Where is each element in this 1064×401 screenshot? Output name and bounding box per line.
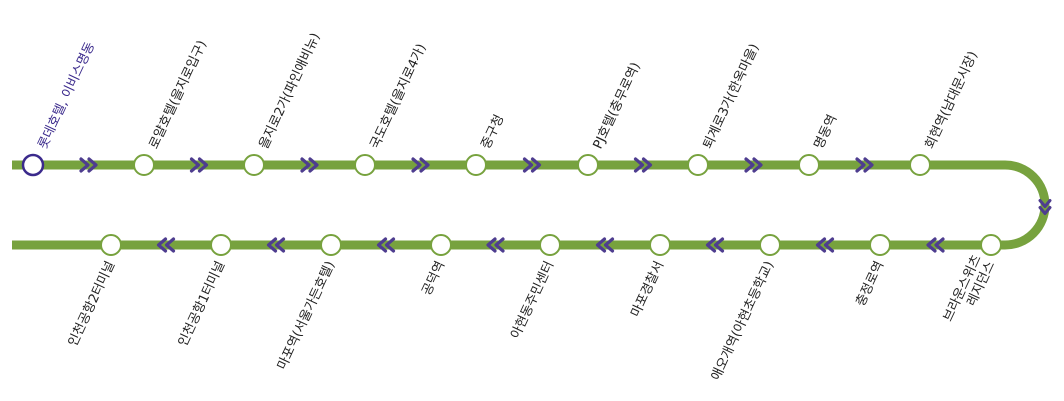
station-marker[interactable] xyxy=(354,154,376,176)
station-label: 공덕역 xyxy=(419,259,448,298)
station-marker[interactable] xyxy=(320,234,342,256)
station-label: 인천공항1터미널 xyxy=(176,259,228,349)
direction-arrow-icon xyxy=(705,237,725,253)
station-marker[interactable] xyxy=(465,154,487,176)
direction-arrow-icon xyxy=(189,157,209,173)
station-marker[interactable] xyxy=(133,154,155,176)
direction-arrow-icon xyxy=(411,157,430,173)
station-marker[interactable] xyxy=(100,234,122,256)
station-label: 국도호텔(을지로4가) xyxy=(368,42,430,152)
station-marker[interactable] xyxy=(980,234,1002,256)
station-label: 롯데호텔, 이비스명동 xyxy=(36,40,99,151)
route-line xyxy=(12,160,1050,250)
direction-arrow-icon xyxy=(926,237,945,253)
station-label: 명동역 xyxy=(812,113,841,152)
station-label: PJ호텔(충무로역) xyxy=(591,60,644,151)
station-label: 퇴계로3가(한옥마을) xyxy=(701,42,763,152)
station-marker[interactable] xyxy=(577,154,599,176)
station-marker[interactable] xyxy=(210,234,232,256)
direction-arrow-icon xyxy=(156,237,176,253)
direction-arrow-icon xyxy=(79,157,98,173)
station-label: 로얄호텔(을지로입구) xyxy=(146,38,210,152)
station-marker[interactable] xyxy=(759,234,781,256)
station-label: 중구청 xyxy=(479,113,508,152)
current-station-marker[interactable] xyxy=(21,153,45,177)
direction-arrow-icon xyxy=(815,237,835,253)
station-marker[interactable] xyxy=(430,234,452,256)
station-label: 을지로2가(파인애비뉴) xyxy=(257,31,324,152)
direction-arrow-icon xyxy=(300,157,319,173)
station-marker[interactable] xyxy=(539,234,561,256)
station-label: 충정로역 xyxy=(853,259,887,309)
direction-arrow-icon xyxy=(266,237,286,253)
station-marker[interactable] xyxy=(909,154,931,176)
station-label: 브라운스위츠레지던스 xyxy=(941,253,999,331)
station-label: 애오개역(아현초등학교) xyxy=(709,259,777,383)
station-label: 아현동주민센터 xyxy=(508,259,557,341)
station-marker[interactable] xyxy=(243,154,265,176)
direction-arrow-icon xyxy=(633,157,653,173)
station-marker[interactable] xyxy=(798,154,820,176)
station-label: 마포경찰서 xyxy=(628,259,667,320)
direction-arrow-icon xyxy=(744,157,763,173)
direction-arrow-icon xyxy=(522,157,542,173)
direction-arrow-icon xyxy=(1038,199,1052,215)
direction-arrow-icon xyxy=(486,237,505,253)
station-label: 인천공항2터미널 xyxy=(66,259,118,349)
direction-arrow-icon xyxy=(595,237,615,253)
station-marker[interactable] xyxy=(869,234,891,256)
station-label: 회현역(남대문시장) xyxy=(923,49,981,151)
direction-arrow-icon xyxy=(376,237,396,253)
station-label: 마포역(서울가든호텔) xyxy=(275,259,338,372)
direction-arrow-icon xyxy=(855,157,874,173)
station-marker[interactable] xyxy=(687,154,709,176)
station-marker[interactable] xyxy=(649,234,671,256)
